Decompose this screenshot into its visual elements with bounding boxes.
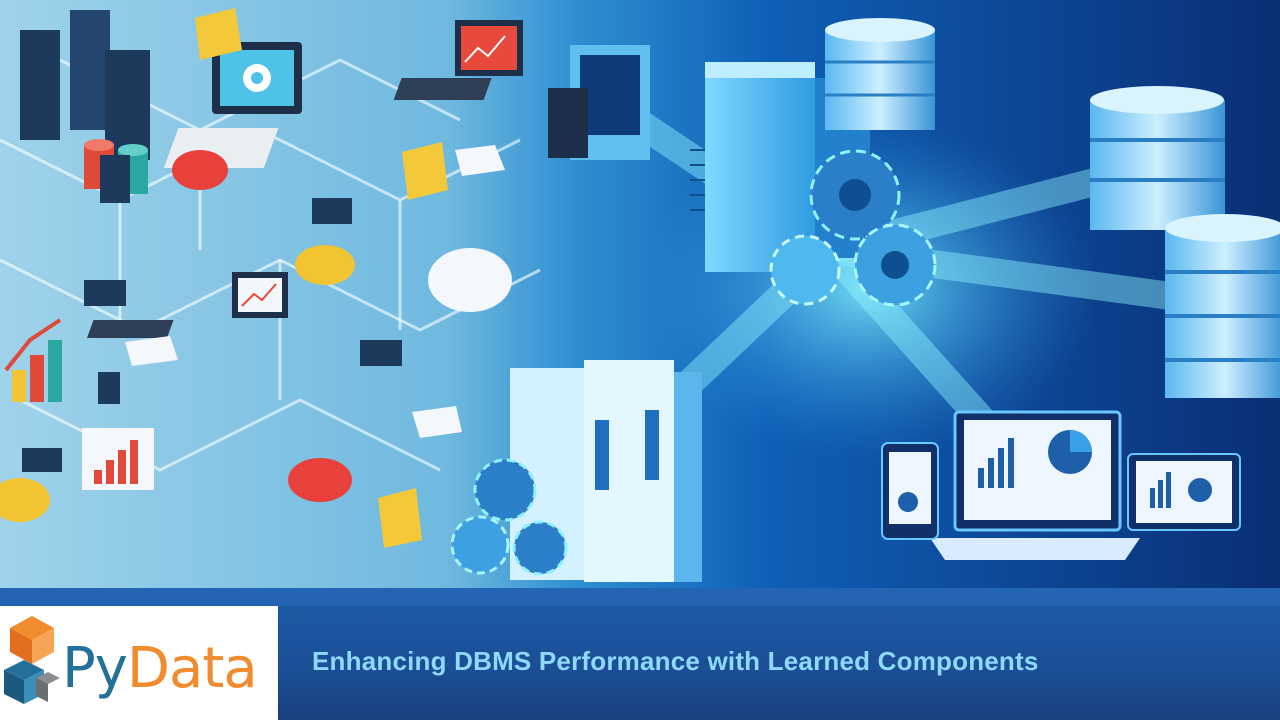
gear-bottom-icon [450, 458, 568, 576]
laptop-analytics-icon [86, 272, 288, 338]
laptop-chart-icon [393, 20, 523, 100]
server-rack-icons [20, 10, 150, 160]
pydata-logo: PyData [0, 606, 278, 720]
pydata-cube-icon [4, 616, 60, 704]
tablet-chart-icon [1127, 453, 1241, 531]
gear-cluster-icon [769, 149, 937, 307]
logo-text-py: Py [62, 636, 128, 701]
phone-chart-icon [881, 442, 939, 540]
small-database-icons [84, 139, 148, 203]
monitor-tower-icon [548, 45, 650, 160]
database-cylinder-right-upper [1090, 86, 1225, 230]
title-banner: PyData Enhancing DBMS Performance with L… [0, 588, 1280, 720]
hero-artwork [0, 0, 1280, 588]
database-cylinder-right-lower [1165, 214, 1280, 398]
monitor-gear-icon [163, 42, 302, 168]
envelope-icons [125, 145, 505, 438]
device-blocks [22, 198, 402, 472]
growth-bars-icon [4, 318, 62, 402]
cloud-icons [0, 150, 512, 522]
laptop-dashboard-icon [930, 410, 1140, 560]
pydata-wordmark: PyData [62, 636, 258, 701]
talk-title: Enhancing DBMS Performance with Learned … [312, 646, 1039, 676]
database-cylinder-top [825, 18, 935, 130]
folder-icons [195, 8, 448, 548]
logo-text-data: Data [126, 636, 258, 701]
chart-board-icon [82, 428, 154, 490]
banner-stripe [0, 588, 1280, 606]
hero-illustration [0, 0, 1280, 588]
